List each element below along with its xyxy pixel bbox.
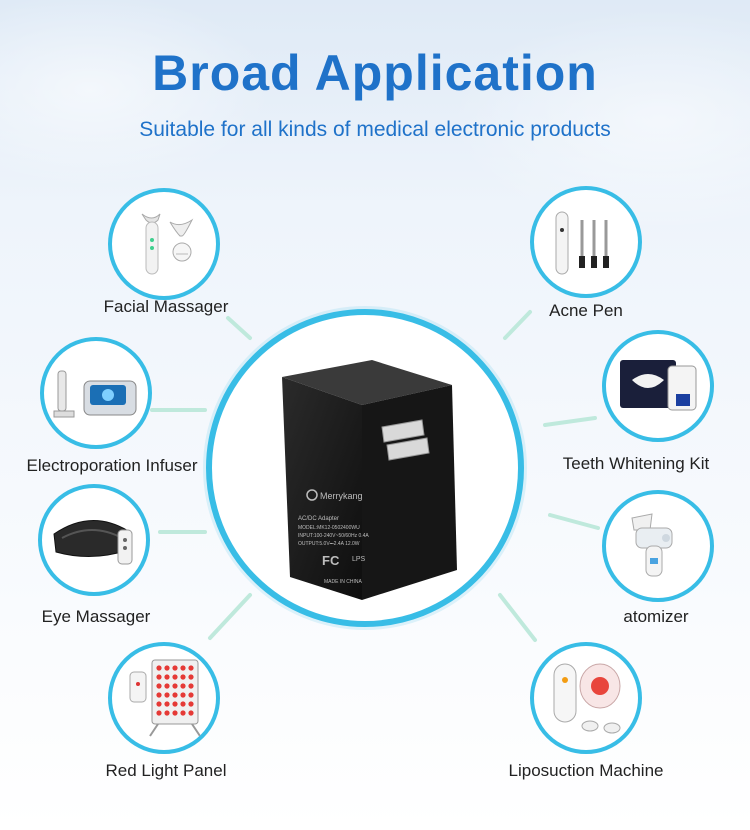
page-title: Broad Application	[152, 45, 598, 101]
label-atomizer: atomizer	[623, 607, 689, 626]
node-acne-pen	[530, 186, 642, 298]
connector-acne-pen	[503, 310, 532, 340]
ac-adapter-icon: Merrykang AC/DC Adapter MODEL:MK12-05024…	[282, 360, 457, 600]
eye-massager-icon	[53, 520, 133, 565]
adapter-fc-mark: FC	[322, 553, 340, 568]
acne-pen-icon	[555, 211, 609, 275]
node-red-light-panel	[108, 642, 220, 754]
center-product-ring: Merrykang AC/DC Adapter MODEL:MK12-05024…	[206, 309, 524, 627]
connector-facial-massager	[226, 316, 252, 340]
electroporation-infuser-icon	[53, 370, 137, 418]
atomizer-icon	[631, 513, 673, 577]
label-facial-massager: Facial Massager	[103, 297, 229, 316]
adapter-label-line-3: INPUT:100-240V~50/60Hz 0.4A	[298, 533, 369, 539]
teeth-whitening-kit-icon	[620, 360, 697, 411]
page-subtitle: Suitable for all kinds of medical electr…	[139, 118, 611, 141]
node-atomizer	[602, 490, 714, 602]
label-teeth-whitening-kit: Teeth Whitening Kit	[562, 454, 710, 473]
adapter-label-line-2: MODEL:MK12-0502400WU	[298, 525, 360, 531]
adapter-brand-text: Merrykang	[320, 491, 363, 501]
liposuction-machine-icon	[553, 663, 621, 734]
facial-massager-icon	[141, 213, 194, 275]
connector-atomizer	[548, 513, 600, 530]
label-eye-massager: Eye Massager	[41, 607, 151, 626]
label-acne-pen: Acne Pen	[549, 301, 623, 320]
label-electroporation-infuser: Electroporation Infuser	[26, 456, 198, 475]
node-facial-massager	[108, 188, 220, 300]
red-light-panel-icon	[129, 659, 201, 737]
adapter-label-line-4: OUTPUT:5.0V⎓2.4A 12.0W	[298, 541, 360, 547]
node-teeth-whitening-kit	[602, 330, 714, 442]
adapter-label-line-1: AC/DC Adapter	[298, 516, 339, 522]
adapter-origin-mark: MADE IN CHINA	[324, 579, 362, 585]
connector-liposuction-machine	[498, 593, 537, 642]
connector-teeth-whitening-kit	[543, 416, 597, 427]
connector-red-light-panel	[208, 593, 252, 640]
adapter-lps-mark: LPS	[352, 556, 366, 563]
node-liposuction-machine	[530, 642, 642, 754]
node-eye-massager	[38, 484, 150, 596]
label-liposuction-machine: Liposuction Machine	[508, 761, 664, 780]
node-electroporation-infuser	[40, 337, 152, 449]
label-red-light-panel: Red Light Panel	[105, 761, 227, 780]
